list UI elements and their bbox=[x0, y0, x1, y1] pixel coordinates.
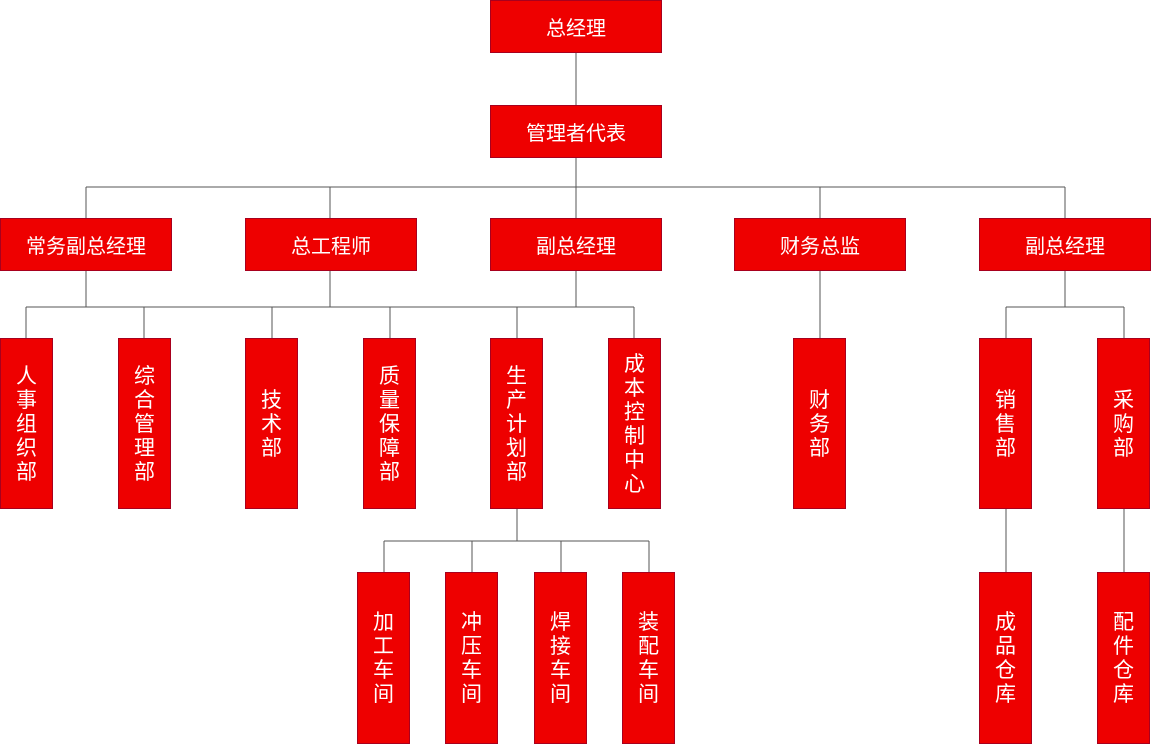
node-sales-dept: 销售部 bbox=[979, 338, 1032, 509]
node-cfo: 财务总监 bbox=[734, 218, 906, 271]
node-vp-sales: 副总经理 bbox=[979, 218, 1151, 271]
node-quality-dept: 质量保障部 bbox=[363, 338, 416, 509]
node-finance-dept: 财务部 bbox=[793, 338, 846, 509]
node-ceo: 总经理 bbox=[490, 0, 662, 53]
node-assembly-workshop: 装配车间 bbox=[622, 572, 675, 744]
node-finished-goods-warehouse: 成品仓库 bbox=[979, 572, 1032, 744]
node-executive-vp: 常务副总经理 bbox=[0, 218, 172, 271]
node-vp-production: 副总经理 bbox=[490, 218, 662, 271]
node-machining-workshop: 加工车间 bbox=[357, 572, 410, 744]
node-welding-workshop: 焊接车间 bbox=[534, 572, 587, 744]
node-admin-dept: 综合管理部 bbox=[118, 338, 171, 509]
node-cost-control-center: 成本控制中心 bbox=[608, 338, 661, 509]
node-chief-engineer: 总工程师 bbox=[245, 218, 417, 271]
node-production-planning-dept: 生产计划部 bbox=[490, 338, 543, 509]
node-parts-warehouse: 配件仓库 bbox=[1097, 572, 1150, 744]
node-stamping-workshop: 冲压车间 bbox=[445, 572, 498, 744]
node-hr-dept: 人事组织部 bbox=[0, 338, 53, 509]
node-purchasing-dept: 采购部 bbox=[1097, 338, 1150, 509]
node-tech-dept: 技术部 bbox=[245, 338, 298, 509]
node-management-representative: 管理者代表 bbox=[490, 105, 662, 158]
